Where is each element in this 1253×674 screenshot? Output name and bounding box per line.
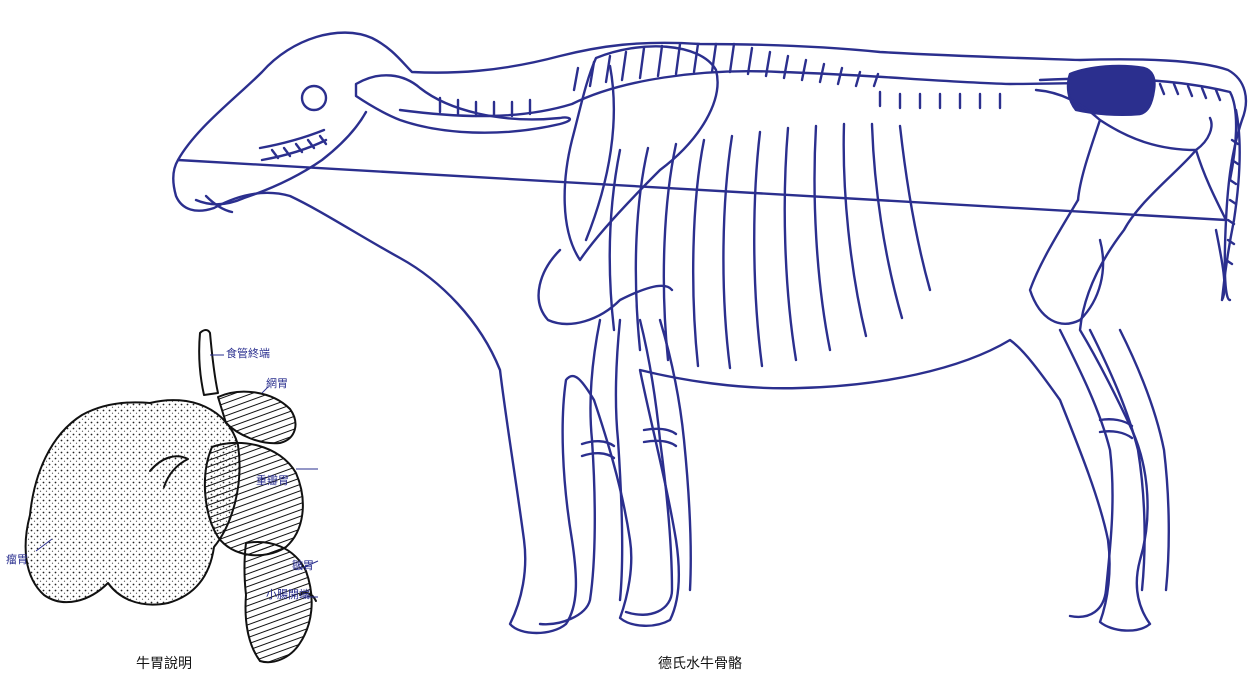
- label-rumen: 瘤胃: [6, 554, 28, 566]
- label-reticulum: 網胃: [266, 378, 288, 390]
- label-small-intestine-start: 小腸開端: [266, 589, 310, 601]
- stomach-caption: 牛胃說明: [136, 656, 192, 672]
- highlighted-sacrum: [1068, 66, 1155, 115]
- front-legs: [539, 250, 691, 624]
- hind-legs: [1030, 200, 1169, 617]
- rib-cage: [610, 124, 930, 368]
- label-abomasum: 皺胃: [292, 560, 314, 572]
- body-outline: [173, 33, 1246, 633]
- label-omasum: 重瓣胃: [256, 475, 289, 487]
- stomach-diagram-panel: 食管終端 網胃 重瓣胃 瘤胃 皺胃 小腸開端: [0, 325, 322, 670]
- skeleton-caption: 德氏水牛骨骼: [658, 656, 742, 672]
- label-esophagus-end: 食管終端: [226, 348, 270, 360]
- horn: [356, 75, 570, 132]
